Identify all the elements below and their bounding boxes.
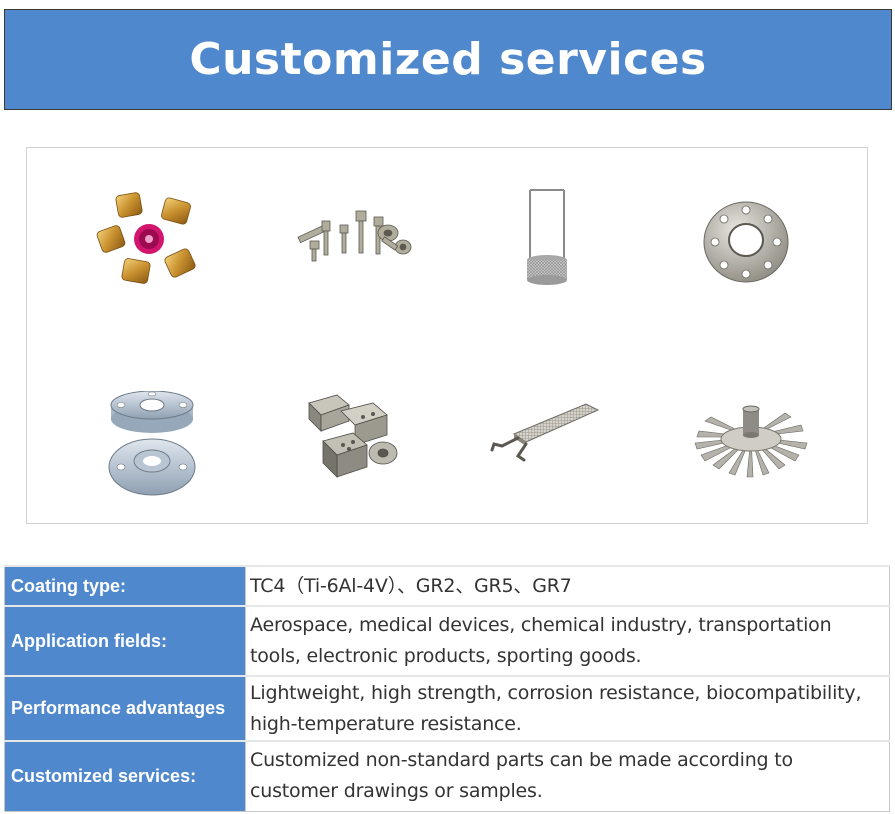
spec-label: Coating type: (4, 565, 246, 607)
spec-value: TC4（Ti-6Al-4V）、GR2、GR5、GR7 (245, 565, 890, 607)
title-banner: Customized services (4, 9, 892, 110)
machined-blocks-icon (301, 393, 399, 478)
spec-row-customized: Customized services: Customized non-stan… (4, 740, 890, 812)
spec-table: Coating type: TC4（Ti-6Al-4V）、GR2、GR5、GR7… (4, 565, 890, 812)
page-title: Customized services (189, 34, 707, 85)
titanium-bolts-icon (280, 203, 412, 263)
spec-label: Performance advantages (4, 675, 246, 742)
titanium-flange-icon (702, 200, 790, 284)
brass-bushings-icon (93, 188, 203, 293)
spec-value: Lightweight, high strength, corrosion re… (245, 675, 890, 742)
spec-row-coating: Coating type: TC4（Ti-6Al-4V）、GR2、GR5、GR7 (4, 565, 890, 607)
spoked-disc-icon (691, 403, 811, 479)
mesh-anode-icon (488, 398, 600, 468)
mesh-basket-icon (522, 188, 572, 290)
spec-label: Application fields: (4, 605, 246, 677)
spec-value: Aerospace, medical devices, chemical ind… (245, 605, 890, 677)
stacked-flanges-icon (107, 391, 197, 499)
spec-label: Customized services: (4, 740, 246, 812)
spec-row-performance: Performance advantages Lightweight, high… (4, 675, 890, 742)
spec-row-application: Application fields: Aerospace, medical d… (4, 605, 890, 677)
product-gallery (26, 147, 868, 524)
spec-value: Customized non-standard parts can be mad… (245, 740, 890, 812)
